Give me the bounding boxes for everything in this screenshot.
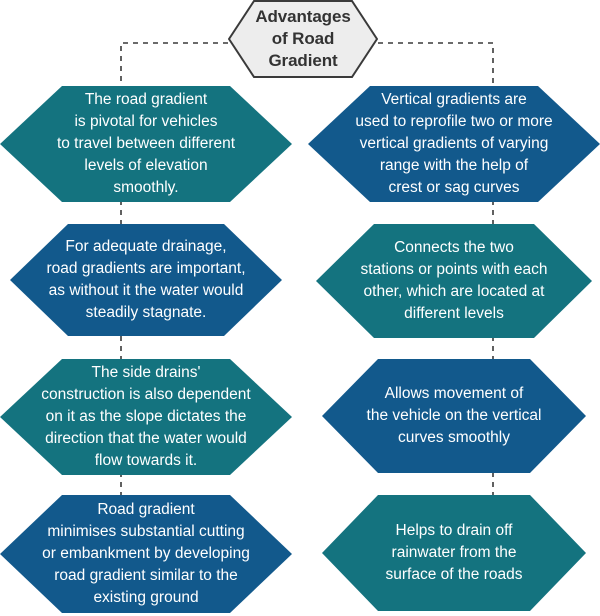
node-right-2[interactable]: Connects the two stations or points with… — [316, 224, 592, 338]
node-left-2-label: For adequate drainage, road gradients ar… — [46, 238, 246, 321]
node-left-1[interactable]: The road gradient is pivotal for vehicle… — [0, 86, 292, 202]
node-right-3[interactable]: Allows movement of the vehicle on the ve… — [322, 359, 586, 473]
connector-title-to-right — [378, 42, 494, 88]
node-right-2-label: Connects the two stations or points with… — [360, 239, 548, 322]
connector-title-to-left — [120, 42, 228, 88]
node-right-1[interactable]: Vertical gradients are used to reprofile… — [308, 86, 600, 202]
node-right-1-label: Vertical gradients are used to reprofile… — [355, 91, 553, 196]
page-title: Advantages of Road Gradient — [255, 7, 351, 70]
node-right-4[interactable]: Helps to drain off rainwater from the su… — [322, 495, 586, 611]
node-left-4-label: Road gradient minimises substantial cutt… — [42, 501, 250, 606]
node-left-3[interactable]: The side drains' construction is also de… — [0, 359, 292, 475]
node-left-2[interactable]: For adequate drainage, road gradients ar… — [10, 224, 282, 336]
node-right-4-label: Helps to drain off rainwater from the su… — [385, 522, 523, 583]
node-left-1-label: The road gradient is pivotal for vehicle… — [56, 91, 236, 196]
node-right-3-label: Allows movement of the vehicle on the ve… — [366, 385, 542, 446]
node-left-3-label: The side drains' construction is also de… — [41, 364, 251, 469]
node-left-4[interactable]: Road gradient minimises substantial cutt… — [0, 495, 292, 613]
